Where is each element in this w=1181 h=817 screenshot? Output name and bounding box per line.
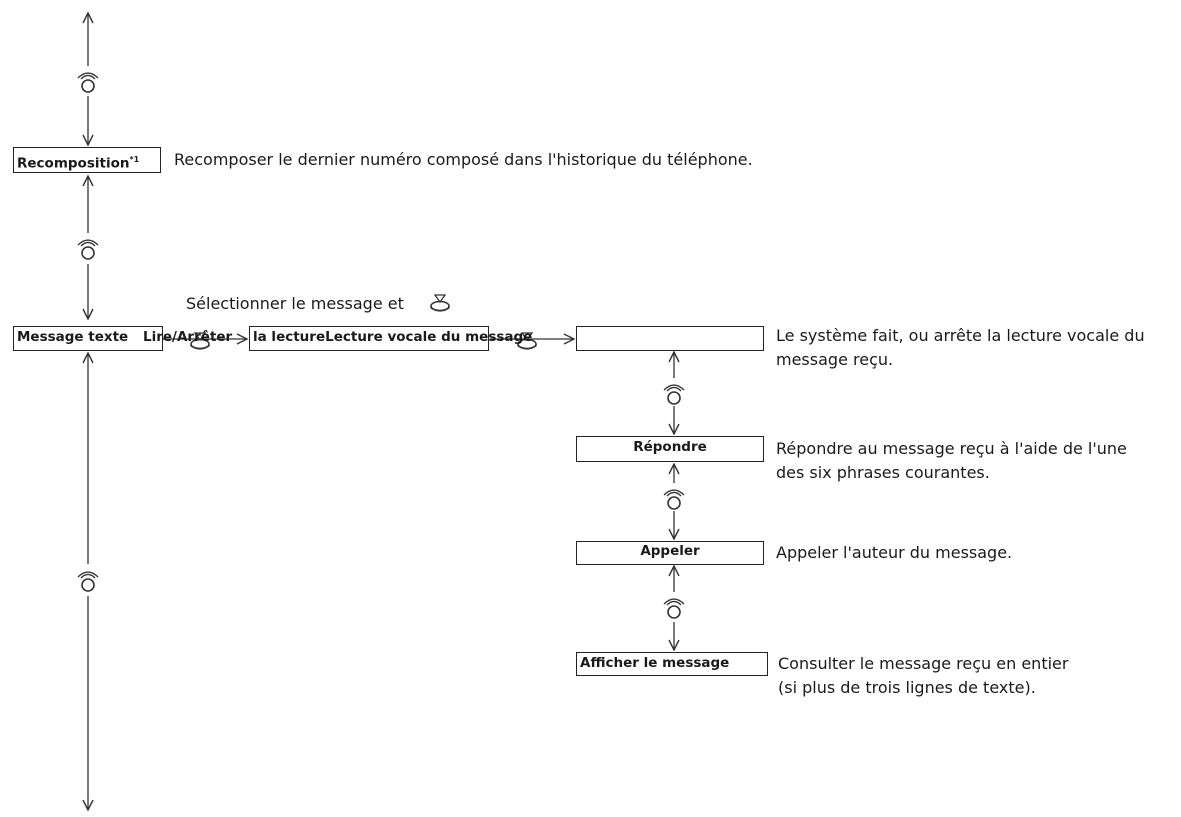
redial-label: Recomposition bbox=[17, 155, 130, 172]
dial-rotate-icon bbox=[661, 379, 687, 407]
dial-press-icon bbox=[515, 330, 539, 352]
text-message-label: Message texte bbox=[17, 329, 129, 345]
text-message-menu-item[interactable]: Message texte bbox=[13, 326, 163, 351]
dial-rotate-icon bbox=[75, 234, 101, 262]
voice-reading-box[interactable] bbox=[576, 326, 764, 351]
redial-menu-item[interactable]: Recomposition*1 bbox=[13, 147, 161, 173]
dial-press-icon bbox=[188, 330, 212, 352]
dial-rotate-icon bbox=[75, 566, 101, 594]
reply-label: Répondre bbox=[633, 439, 707, 455]
read-stop-label: la lecture bbox=[253, 329, 326, 345]
show-message-menu-item[interactable]: Afficher le message bbox=[576, 652, 768, 676]
call-menu-item[interactable]: Appeler bbox=[576, 541, 764, 565]
select-message-prompt: Sélectionner le message et bbox=[186, 294, 404, 313]
show-message-label: Afficher le message bbox=[580, 655, 730, 671]
show-description-line1: Consulter le message reçu en entier bbox=[778, 654, 1069, 673]
redial-description: Recomposer le dernier numéro composé dan… bbox=[174, 150, 753, 169]
reply-description-line1: Répondre au message reçu à l'aide de l'u… bbox=[776, 439, 1127, 458]
show-description-line2: (si plus de trois lignes de texte). bbox=[778, 678, 1036, 697]
call-description: Appeler l'auteur du message. bbox=[776, 543, 1013, 562]
call-label: Appeler bbox=[640, 543, 700, 559]
dial-rotate-icon bbox=[75, 67, 101, 95]
reply-menu-item[interactable]: Répondre bbox=[576, 436, 764, 462]
reply-description-line2: des six phrases courantes. bbox=[776, 463, 990, 482]
read-stop-label-left: Lire/Arrêter bbox=[143, 329, 233, 345]
dial-rotate-icon bbox=[661, 593, 687, 621]
redial-footnote: *1 bbox=[129, 155, 140, 164]
voice-reading-label: Lecture vocale du message bbox=[325, 329, 533, 345]
dial-rotate-icon bbox=[661, 484, 687, 512]
read-stop-menu-item[interactable]: la lectureLecture vocale du message bbox=[249, 326, 532, 351]
dial-press-icon bbox=[428, 292, 452, 314]
reading-description-line1: Le système fait, ou arrête la lecture vo… bbox=[776, 326, 1145, 345]
reading-description-line2: message reçu. bbox=[776, 350, 894, 369]
